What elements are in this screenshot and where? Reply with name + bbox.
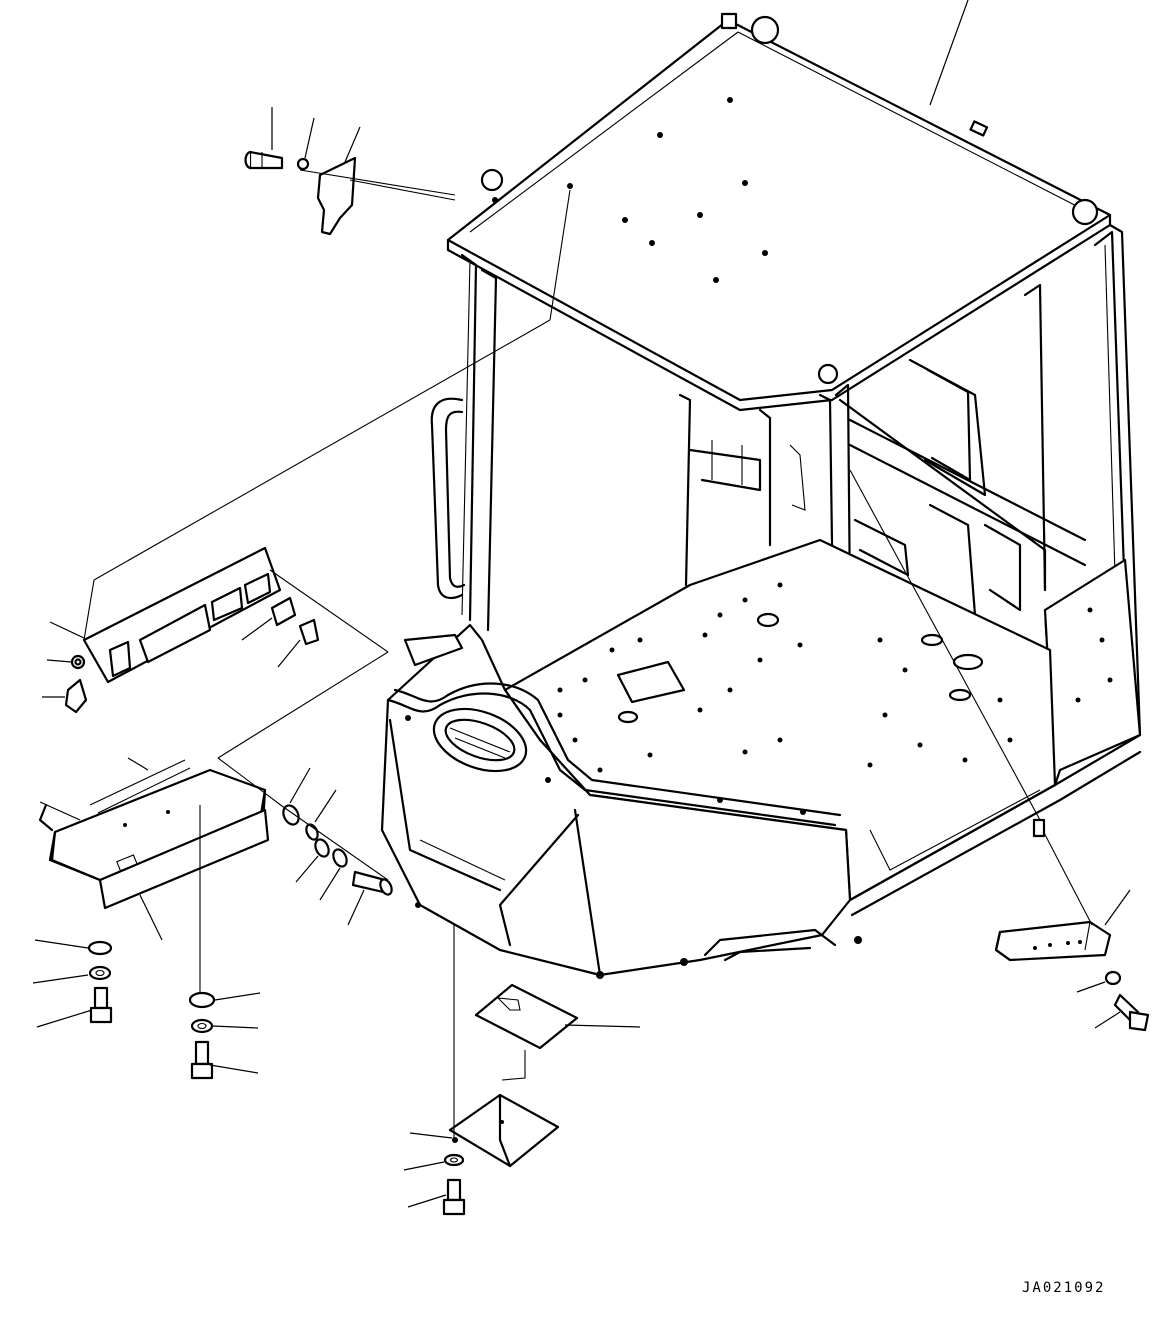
switch-panel-assembly <box>42 189 571 714</box>
roof-leader <box>929 0 969 106</box>
cab-right-panel <box>1043 558 1142 787</box>
cab-rear-wall <box>688 358 1087 617</box>
tray-assembly <box>38 651 389 1000</box>
fastener-stack-tray <box>281 767 393 926</box>
top-bracket-assembly <box>244 107 456 236</box>
drawing-code: JA021092 <box>1022 1280 1106 1296</box>
floor-plate-assembly <box>403 925 641 1216</box>
front-console <box>380 623 862 979</box>
fastener-stack-center <box>188 991 261 1080</box>
roof-bolt-holes <box>492 97 768 283</box>
fastener-stack-left <box>32 939 113 1028</box>
floor-bolt-holes <box>557 582 1013 773</box>
cab-door-sill <box>848 733 1142 917</box>
cab-roof <box>446 12 1112 412</box>
right-bracket-assembly <box>849 469 1150 1032</box>
